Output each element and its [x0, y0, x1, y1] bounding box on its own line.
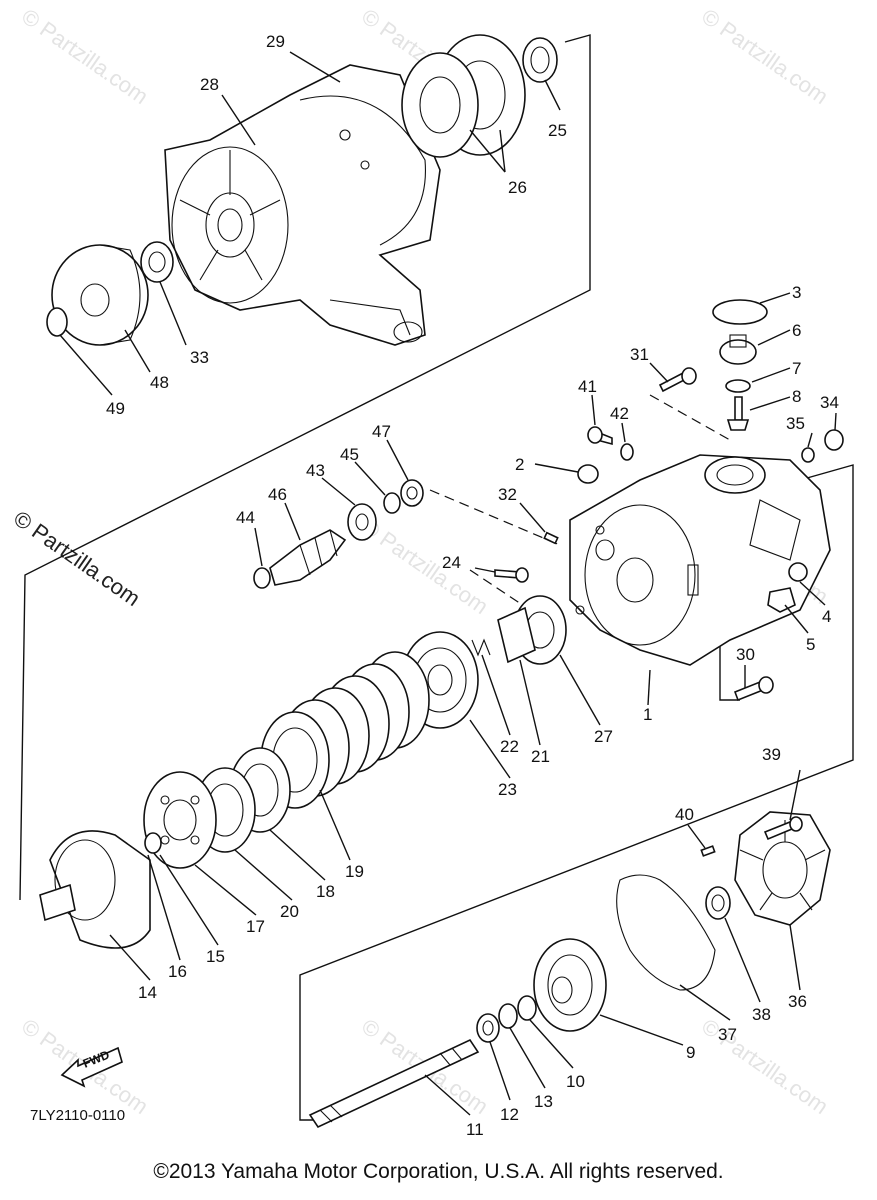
callout-43: 43: [306, 461, 325, 480]
pump-housing: [164, 64, 441, 346]
leader-lines: [59, 51, 837, 1116]
callout-8: 8: [792, 387, 801, 406]
callout-29: 29: [266, 32, 285, 51]
callout-10: 10: [566, 1072, 585, 1091]
callout-33: 33: [190, 348, 209, 367]
watermark-text: © Partzilla.com: [357, 514, 493, 620]
callout-30: 30: [736, 645, 755, 664]
callout-42: 42: [610, 404, 629, 423]
callout-12: 12: [500, 1105, 519, 1124]
callout-13: 13: [534, 1092, 553, 1111]
callout-49: 49: [106, 399, 125, 418]
callout-32: 32: [498, 485, 517, 504]
callout-23: 23: [498, 780, 517, 799]
callout-16: 16: [168, 962, 187, 981]
callout-22: 22: [500, 737, 519, 756]
callout-20: 20: [280, 902, 299, 921]
callout-31: 31: [630, 345, 649, 364]
callout-14: 14: [138, 983, 157, 1002]
callout-37: 37: [718, 1025, 737, 1044]
washer-33: [140, 241, 174, 283]
callout-4: 4: [822, 607, 831, 626]
callout-44: 44: [236, 508, 255, 527]
small-bevel-gear: [719, 334, 757, 365]
coupler-drum: [51, 244, 149, 346]
callout-38: 38: [752, 1005, 771, 1024]
callout-41: 41: [578, 377, 597, 396]
callout-3: 3: [792, 283, 801, 302]
watermark-text: © Partzilla.com: [17, 4, 153, 110]
callout-labels: 1 2 3 4 5 6 7 8 9 10 11 12 13 14 15 16 1…: [106, 32, 839, 1139]
callout-21: 21: [531, 747, 550, 766]
gearcase-assembly: [494, 299, 844, 702]
callout-36: 36: [788, 992, 807, 1011]
copyright-footer: ©2013 Yamaha Motor Corporation, U.S.A. A…: [153, 1160, 724, 1183]
circlip-49: [46, 307, 68, 337]
callout-15: 15: [206, 947, 225, 966]
callout-47: 47: [372, 422, 391, 441]
callout-40: 40: [675, 805, 694, 824]
callout-39: 39: [762, 745, 781, 764]
callout-28: 28: [200, 75, 219, 94]
callout-2: 2: [515, 455, 524, 474]
upper-assembly: [46, 34, 558, 346]
callout-5: 5: [806, 635, 815, 654]
clutch-pack: [39, 595, 567, 949]
callout-26: 26: [508, 178, 527, 197]
callout-24: 24: [442, 553, 461, 572]
callout-6: 6: [792, 321, 801, 340]
callout-17: 17: [246, 917, 265, 936]
callout-1: 1: [643, 705, 652, 724]
watermark-side-text: © Partzilla.com: [9, 506, 145, 612]
oil-seal: [522, 37, 558, 83]
callout-46: 46: [268, 485, 287, 504]
callout-11: 11: [466, 1120, 484, 1139]
callout-19: 19: [345, 862, 364, 881]
assembly-frames: [19, 34, 854, 1121]
callout-9: 9: [686, 1043, 695, 1062]
callout-45: 45: [340, 445, 359, 464]
callout-25: 25: [548, 121, 567, 140]
callout-35: 35: [786, 414, 805, 433]
callout-7: 7: [792, 359, 801, 378]
callout-34: 34: [820, 393, 839, 412]
lower-assembly: [308, 811, 831, 1129]
bearing-pair: [401, 34, 526, 158]
callout-27: 27: [594, 727, 613, 746]
drive-shaft-parts: [253, 479, 424, 589]
callout-18: 18: [316, 882, 335, 901]
drawing-code: 7LY2110-0110: [30, 1107, 125, 1124]
callout-48: 48: [150, 373, 169, 392]
watermark-text: © Partzilla.com: [697, 4, 833, 110]
